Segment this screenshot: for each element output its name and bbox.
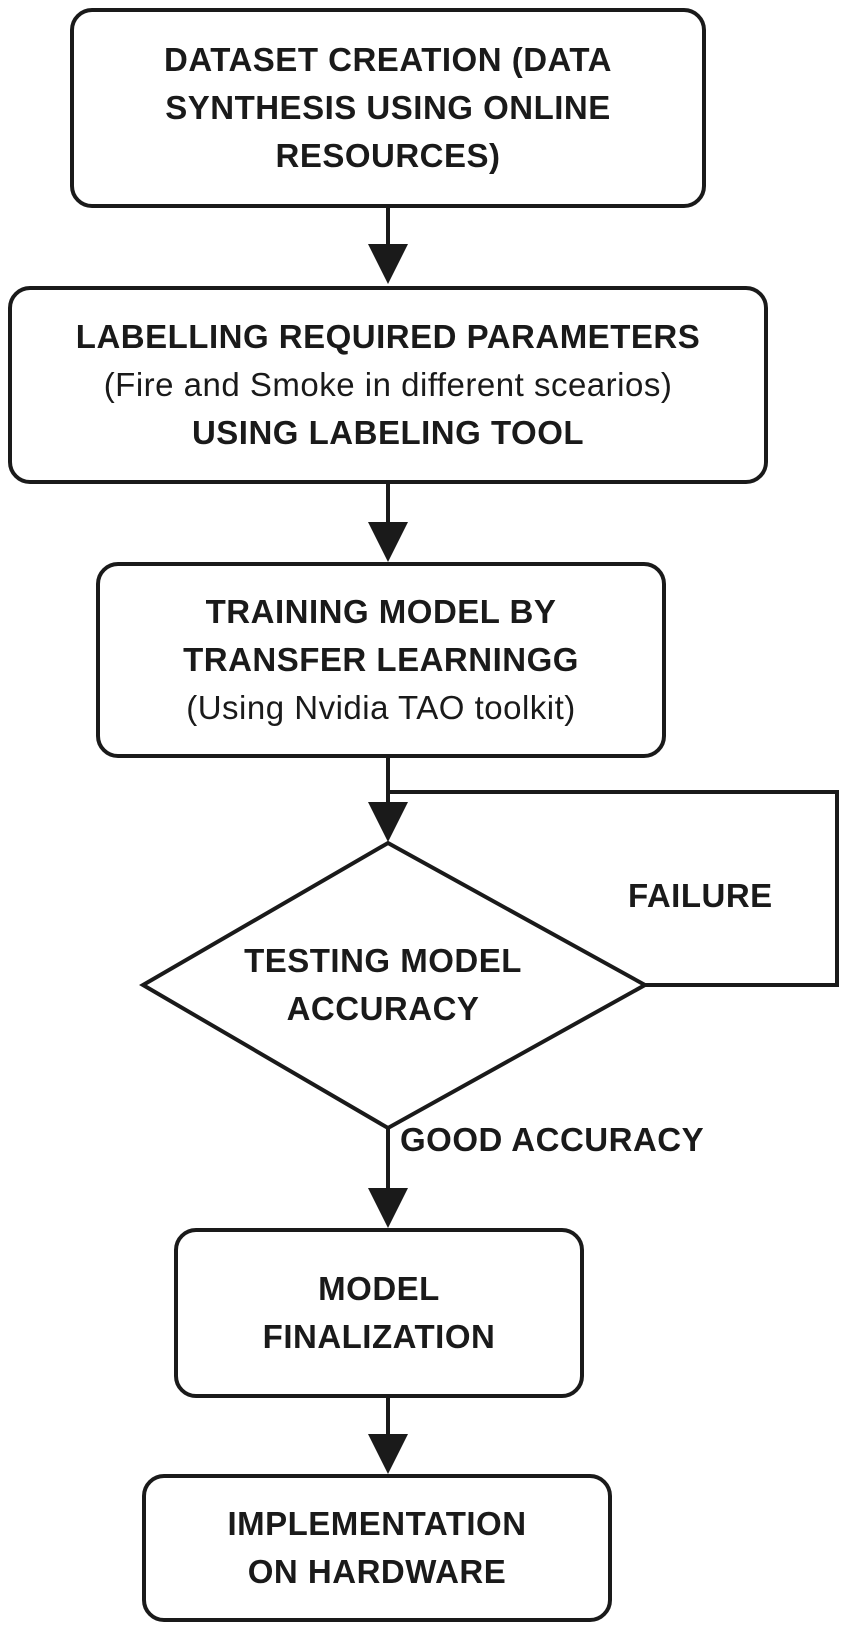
- implementation-line-2: ON HARDWARE: [247, 1553, 507, 1590]
- labelling-box: LABELLING REQUIRED PARAMETERS (Fire and …: [8, 286, 768, 484]
- dataset-creation-box: DATASET CREATION (DATA SYNTHESIS USING O…: [70, 8, 706, 208]
- dataset-creation-line-3: RESOURCES): [275, 137, 501, 174]
- testing-decision-label: TESTING MODEL ACCURACY: [143, 850, 623, 1120]
- labelling-line-3: USING LABELING TOOL: [191, 414, 585, 451]
- training-line-3: (Using Nvidia TAO toolkit): [186, 689, 576, 726]
- training-line-2: TRANSFER LEARNINGG: [183, 641, 579, 678]
- implementation-line-1: IMPLEMENTATION: [227, 1505, 527, 1542]
- implementation-box: IMPLEMENTATION ON HARDWARE: [142, 1474, 612, 1622]
- dataset-creation-line-1: DATASET CREATION (DATA: [164, 41, 612, 78]
- finalization-line-2: FINALIZATION: [262, 1318, 496, 1355]
- finalization-line-1: MODEL: [318, 1270, 440, 1307]
- testing-line-1: TESTING MODEL: [244, 942, 522, 979]
- testing-line-2: ACCURACY: [286, 990, 480, 1027]
- failure-label: FAILURE: [628, 877, 773, 914]
- training-box: TRAINING MODEL BY TRANSFER LEARNINGG (Us…: [96, 562, 666, 758]
- good-accuracy-label: GOOD ACCURACY: [400, 1121, 705, 1158]
- model-finalization-box: MODEL FINALIZATION: [174, 1228, 584, 1398]
- labelling-line-1: LABELLING REQUIRED PARAMETERS: [75, 318, 701, 355]
- training-line-1: TRAINING MODEL BY: [205, 593, 557, 630]
- labelling-line-2: (Fire and Smoke in different scearios): [103, 366, 673, 403]
- failure-loop-line: [388, 790, 839, 987]
- dataset-creation-line-2: SYNTHESIS USING ONLINE: [165, 89, 611, 126]
